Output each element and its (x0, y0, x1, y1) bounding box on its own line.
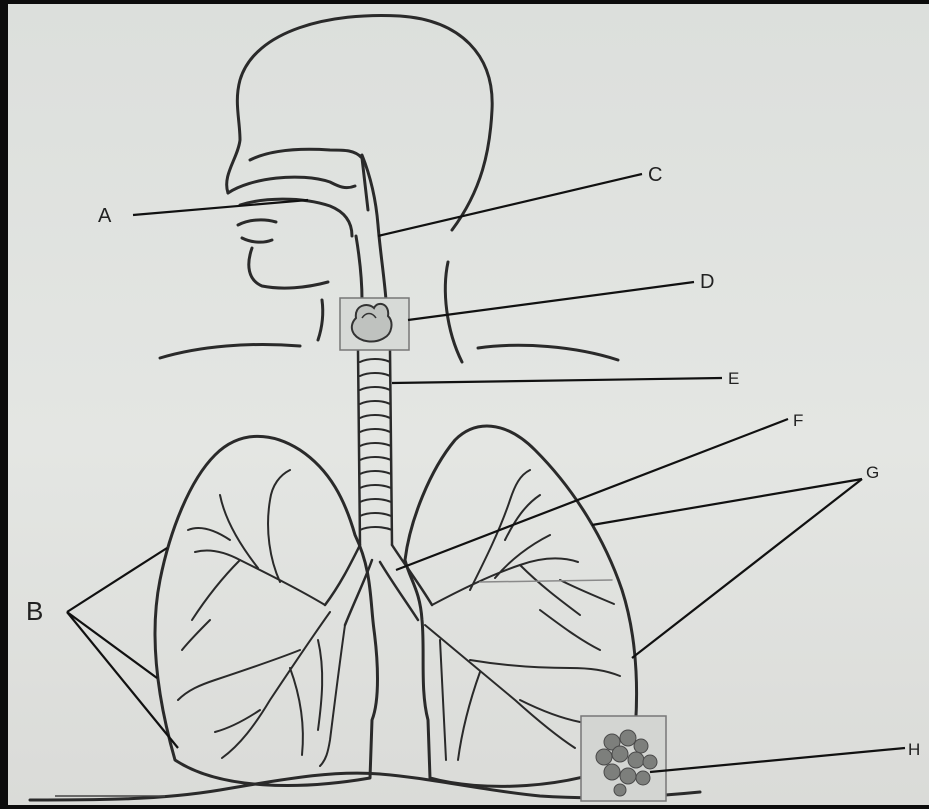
left-lung-outline (155, 436, 378, 785)
leader-line-c (378, 174, 642, 236)
mouth-outline (238, 220, 276, 242)
leader-line-a (133, 200, 308, 215)
pharynx-left-outline (356, 236, 362, 300)
label-a: A (98, 205, 112, 227)
label-e: E (728, 369, 739, 388)
label-b: B (26, 596, 43, 626)
label-d: D (700, 271, 714, 293)
left-shoulder-outline (160, 345, 300, 359)
leader-line-b-lower (67, 612, 178, 748)
label-h: H (908, 740, 920, 759)
leader-line-h (650, 748, 905, 772)
label-c: C (648, 164, 662, 186)
neck-front-outline (318, 300, 323, 340)
label-g: G (866, 463, 879, 482)
label-f: F (793, 411, 803, 430)
leader-lines (55, 174, 905, 796)
right-shoulder-outline (478, 345, 618, 360)
right-lung-fissure (480, 580, 612, 582)
chin-outline (249, 248, 328, 288)
leader-line-g-lower (632, 479, 862, 658)
leader-line-e (392, 378, 722, 383)
head-outline (227, 15, 493, 230)
trachea-rings (360, 359, 392, 530)
neck-back-outline (445, 262, 462, 362)
larynx-inset (340, 298, 409, 350)
left-bronchial-tree (178, 470, 345, 766)
leader-line-d (408, 282, 694, 320)
leader-line-g-upper (592, 479, 862, 525)
nasal-cavity-outline (228, 177, 355, 193)
leader-line-b-upper (67, 548, 167, 612)
alveoli-inset (581, 716, 666, 801)
